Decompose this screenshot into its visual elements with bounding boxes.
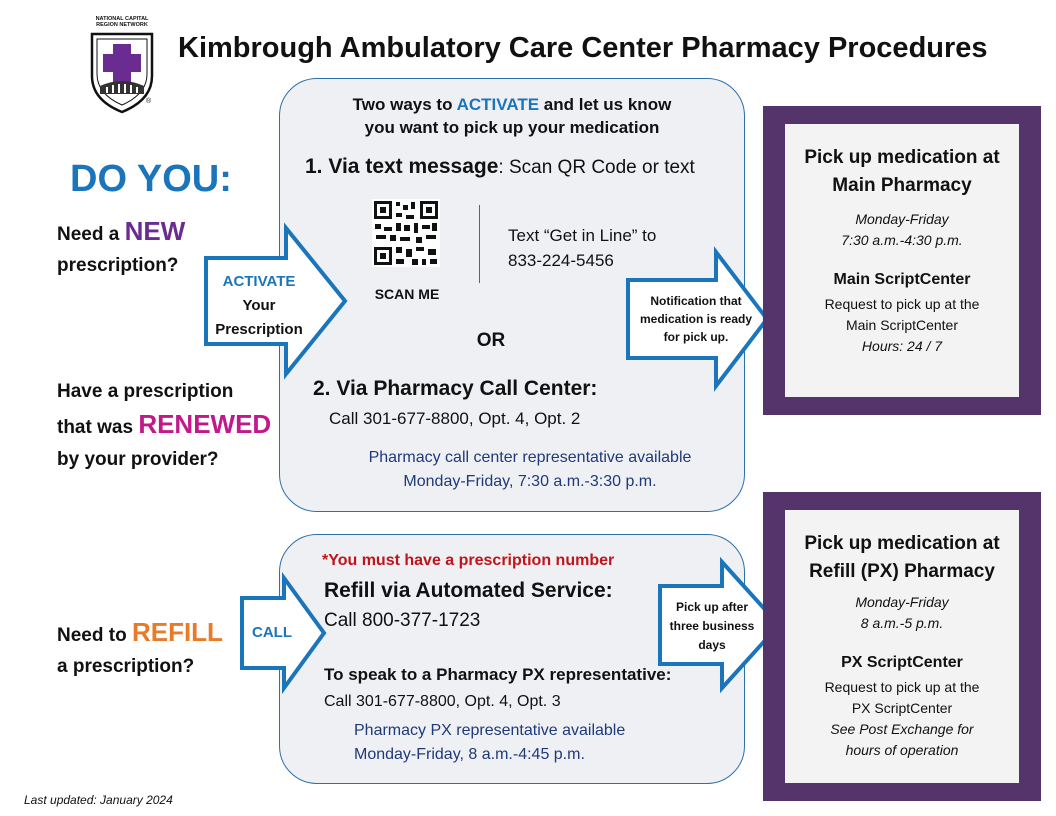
activate-heading-emphasis: ACTIVATE: [456, 95, 540, 114]
call-arrow-label: CALL: [252, 624, 292, 641]
px-scriptcenter-note2: hours of operation: [845, 742, 959, 758]
question-new-prefix: Need a: [57, 224, 125, 245]
activate-heading-pre: Two ways to: [352, 95, 457, 114]
question-refill-line2: a prescription?: [57, 656, 195, 677]
activate-heading-post: and let us know: [539, 95, 672, 114]
px-scriptcenter-title: PX ScriptCenter: [841, 654, 963, 671]
px-representative-call: Call 301-677-8800, Opt. 4, Opt. 3: [324, 693, 561, 710]
main-pharmacy-inner: Pick up medication at Main Pharmacy Mond…: [785, 124, 1019, 397]
question-refill: Need to REFILL a prescription?: [57, 617, 223, 682]
main-pharmacy-box: Pick up medication at Main Pharmacy Mond…: [763, 106, 1041, 415]
pickup-arrow-line1: Pick up after: [675, 600, 749, 614]
refill-pharmacy-box: Pick up medication at Refill (PX) Pharma…: [763, 492, 1041, 801]
px-scriptcenter-line1: Request to pick up at the: [824, 679, 980, 695]
activate-heading: Two ways to ACTIVATE and let us know you…: [280, 93, 744, 139]
option1-divider: [479, 205, 480, 283]
option1-title: 1. Via text message: [305, 155, 499, 178]
notification-arrow-label: Notification that medication is ready fo…: [628, 292, 764, 346]
question-new-line2: prescription?: [57, 255, 179, 276]
prescription-number-note: *You must have a prescription number: [322, 552, 615, 569]
activate-arrow-line3: Prescription: [215, 321, 303, 338]
option2-call: Call 301-677-8800, Opt. 4, Opt. 2: [329, 409, 581, 428]
main-pharmacy-title-line1: Pick up medication at: [804, 147, 1000, 168]
network-logo: NATIONAL CAPITAL REGION NETWORK ®: [86, 16, 158, 116]
question-refill-emphasis: REFILL: [131, 617, 223, 647]
last-updated: Last updated: January 2024: [24, 793, 173, 807]
scan-me-label: SCAN ME: [374, 286, 440, 302]
call-center-availability-line1: Pharmacy call center representative avai…: [368, 449, 692, 466]
activate-heading-line2: you want to pick up your medication: [364, 118, 660, 137]
notification-line2: medication is ready: [639, 312, 753, 326]
refill-pharmacy-title-line1: Pick up medication at: [804, 533, 1000, 554]
option1-line: 1. Via text message: Scan QR Code or tex…: [305, 155, 695, 179]
px-availability-line1: Pharmacy PX representative available: [354, 722, 626, 739]
text-instructions: Text “Get in Line” to 833-224-5456: [508, 223, 656, 273]
refill-panel: *You must have a prescription number Ref…: [279, 534, 745, 784]
question-new-emphasis: NEW: [124, 216, 186, 246]
refill-pharmacy-title-line2: Refill (PX) Pharmacy: [809, 561, 995, 582]
px-representative-title: To speak to a Pharmacy PX representative…: [324, 665, 672, 684]
call-center-availability: Pharmacy call center representative avai…: [280, 446, 780, 494]
main-pharmacy-title-line2: Main Pharmacy: [832, 175, 972, 196]
call-arrow-icon: [240, 571, 327, 695]
question-renewed-emphasis: RENEWED: [138, 409, 272, 439]
pickup-arrow-line3: days: [698, 638, 726, 652]
or-separator: OR: [476, 330, 506, 351]
refill-pharmacy-days: Monday-Friday: [855, 594, 949, 610]
question-new: Need a NEW prescription?: [57, 216, 185, 281]
question-renewed: Have a prescription that was RENEWED by …: [57, 376, 271, 476]
activate-arrow-icon: [204, 222, 348, 380]
pickup-arrow-line2: three business: [669, 619, 755, 633]
refill-pharmacy-time: 8 a.m.-5 p.m.: [860, 615, 944, 631]
text-instruction-line1: Text “Get in Line” to: [508, 226, 657, 245]
logo-org-text: NATIONAL CAPITAL REGION NETWORK: [95, 16, 149, 28]
refill-pharmacy-hours: Monday-Friday 8 a.m.-5 p.m.: [785, 592, 1019, 634]
activate-arrow-line2: Your: [242, 297, 276, 314]
activate-panel: Two ways to ACTIVATE and let us know you…: [279, 78, 745, 512]
do-you-heading: DO YOU:: [70, 158, 232, 200]
question-refill-prefix: Need to: [57, 625, 132, 646]
main-scriptcenter-line2: Main ScriptCenter: [845, 317, 959, 333]
activate-arrow-label: ACTIVATE Your Prescription: [207, 270, 311, 342]
automated-service-call: Call 800-377-1723: [324, 610, 481, 631]
option2-title: 2. Via Pharmacy Call Center:: [313, 377, 598, 400]
refill-pharmacy-inner: Pick up medication at Refill (PX) Pharma…: [785, 510, 1019, 783]
refill-pharmacy-title: Pick up medication at Refill (PX) Pharma…: [785, 530, 1019, 586]
px-scriptcenter-line2: PX ScriptCenter: [851, 700, 953, 716]
notification-line3: for pick up.: [663, 330, 729, 344]
question-renewed-prefix: that was: [57, 417, 139, 438]
text-number: 833-224-5456: [508, 251, 614, 270]
pickup-arrow-label: Pick up after three business days: [664, 598, 760, 655]
notification-arrow-icon: [626, 246, 770, 392]
question-renewed-line3: by your provider?: [57, 449, 219, 470]
pickup-arrow-icon: [658, 556, 782, 694]
main-scriptcenter-title: Main ScriptCenter: [833, 271, 971, 288]
main-pharmacy-days: Monday-Friday: [855, 211, 949, 227]
main-scriptcenter-info: Request to pick up at the Main ScriptCen…: [785, 294, 1019, 357]
main-pharmacy-time: 7:30 a.m.-4:30 p.m.: [841, 232, 963, 248]
main-scriptcenter-hours: Hours: 24 / 7: [861, 338, 943, 354]
px-availability: Pharmacy PX representative available Mon…: [354, 719, 625, 767]
notification-line1: Notification that: [650, 294, 742, 308]
main-scriptcenter-line1: Request to pick up at the: [824, 296, 980, 312]
registered-mark: ®: [146, 98, 152, 105]
main-pharmacy-title: Pick up medication at Main Pharmacy: [785, 144, 1019, 200]
page-title: Kimbrough Ambulatory Care Center Pharmac…: [178, 32, 988, 64]
question-renewed-line1: Have a prescription: [57, 381, 234, 402]
qr-code-icon[interactable]: [372, 199, 440, 279]
automated-service-title: Refill via Automated Service:: [324, 579, 613, 602]
px-scriptcenter-note1: See Post Exchange for: [830, 721, 974, 737]
activate-arrow-line1: ACTIVATE: [222, 273, 296, 290]
option1-suffix: : Scan QR Code or text: [498, 157, 695, 178]
main-pharmacy-hours: Monday-Friday 7:30 a.m.-4:30 p.m.: [785, 209, 1019, 251]
px-scriptcenter-info: Request to pick up at the PX ScriptCente…: [785, 677, 1019, 761]
px-hours: Monday-Friday, 8 a.m.-4:45 p.m.: [354, 746, 585, 763]
call-center-hours: Monday-Friday, 7:30 a.m.-3:30 p.m.: [403, 473, 657, 490]
